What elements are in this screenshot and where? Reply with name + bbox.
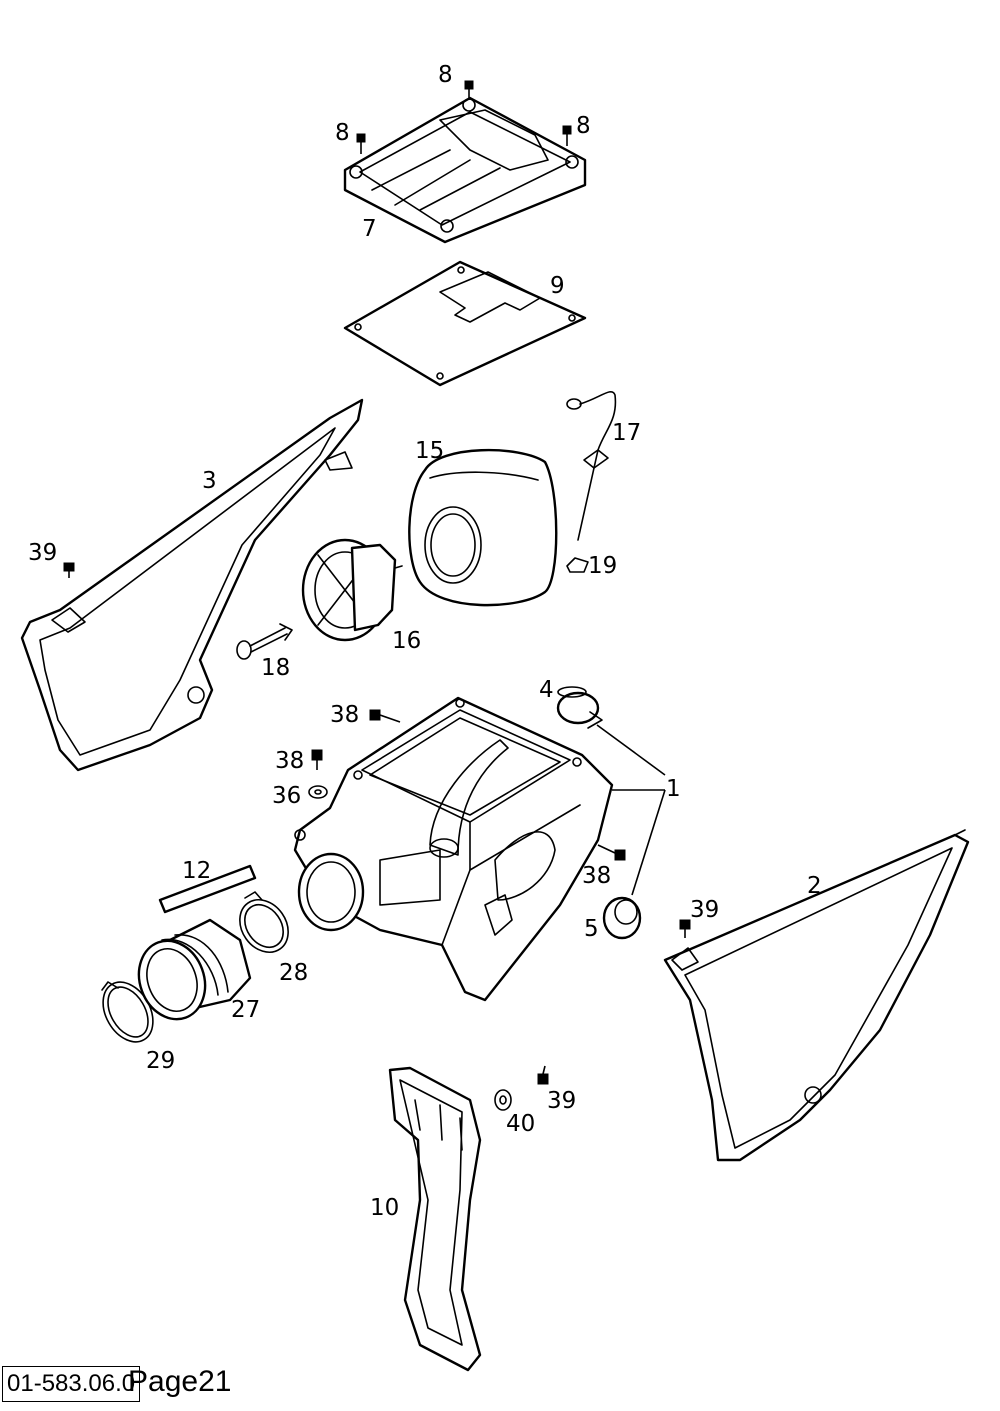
callout-18: 18 xyxy=(261,655,290,681)
screw-39-bottom xyxy=(537,1065,549,1085)
part-12-hose xyxy=(158,864,257,914)
callout-39-right: 39 xyxy=(690,897,719,923)
screw-38-middle xyxy=(311,749,323,770)
callout-10: 10 xyxy=(370,1195,399,1221)
callout-15: 15 xyxy=(415,438,444,464)
callout-39-left: 39 xyxy=(28,540,57,566)
callout-8-top: 8 xyxy=(438,62,453,88)
screw-38-right xyxy=(597,844,626,861)
screw-8-right xyxy=(562,125,572,146)
callout-36: 36 xyxy=(272,783,301,809)
part-4-cap xyxy=(556,686,603,729)
part-9-gasket xyxy=(343,260,587,387)
screw-8-left xyxy=(356,133,366,154)
footer-page-number: Page21 xyxy=(128,1365,232,1398)
callout-38-upper: 38 xyxy=(330,702,359,728)
callout-28: 28 xyxy=(279,960,308,986)
part-3-left-side-cover xyxy=(20,398,364,772)
callout-38-middle: 38 xyxy=(275,748,304,774)
callout-7: 7 xyxy=(362,216,377,242)
callout-16: 16 xyxy=(392,628,421,654)
callout-12: 12 xyxy=(182,858,211,884)
screw-8-top xyxy=(464,80,474,100)
part-28-clamp xyxy=(239,891,289,953)
callout-3: 3 xyxy=(202,468,217,494)
washer-40 xyxy=(494,1089,512,1111)
part-1-airbox xyxy=(293,696,614,1002)
screw-38-upper xyxy=(369,709,401,723)
part-10-splash-guard xyxy=(388,1066,482,1372)
part-15-air-filter xyxy=(408,448,558,607)
part-17-wire-bracket xyxy=(566,390,617,541)
part-18-pin xyxy=(236,623,293,660)
callout-9: 9 xyxy=(550,273,565,299)
callout-29: 29 xyxy=(146,1048,175,1074)
leaders-part-1 xyxy=(596,724,666,896)
part-19-nut xyxy=(566,557,589,573)
screw-39-right xyxy=(679,919,691,938)
callout-5: 5 xyxy=(584,916,599,942)
footer-part-code: 01-583.06.0 xyxy=(2,1366,141,1402)
callout-4: 4 xyxy=(539,677,554,703)
callout-8-right: 8 xyxy=(576,113,591,139)
washer-36 xyxy=(308,785,328,799)
callout-17: 17 xyxy=(612,420,641,446)
callout-19: 19 xyxy=(588,553,617,579)
part-16-filter-cage xyxy=(301,538,403,642)
part-2-right-side-cover xyxy=(663,829,970,1162)
part-29-clamp xyxy=(101,981,154,1043)
callout-40: 40 xyxy=(506,1111,535,1137)
screw-39-left xyxy=(63,562,75,578)
callout-8-left: 8 xyxy=(335,120,350,146)
callout-27: 27 xyxy=(231,997,260,1023)
callout-39-bottom: 39 xyxy=(547,1088,576,1114)
callout-2: 2 xyxy=(807,873,822,899)
callout-1: 1 xyxy=(666,776,681,802)
part-27-intake-rubber xyxy=(137,918,252,1021)
part-7-lid xyxy=(343,96,587,244)
callout-38-right: 38 xyxy=(582,863,611,889)
part-5-plug xyxy=(602,896,642,940)
